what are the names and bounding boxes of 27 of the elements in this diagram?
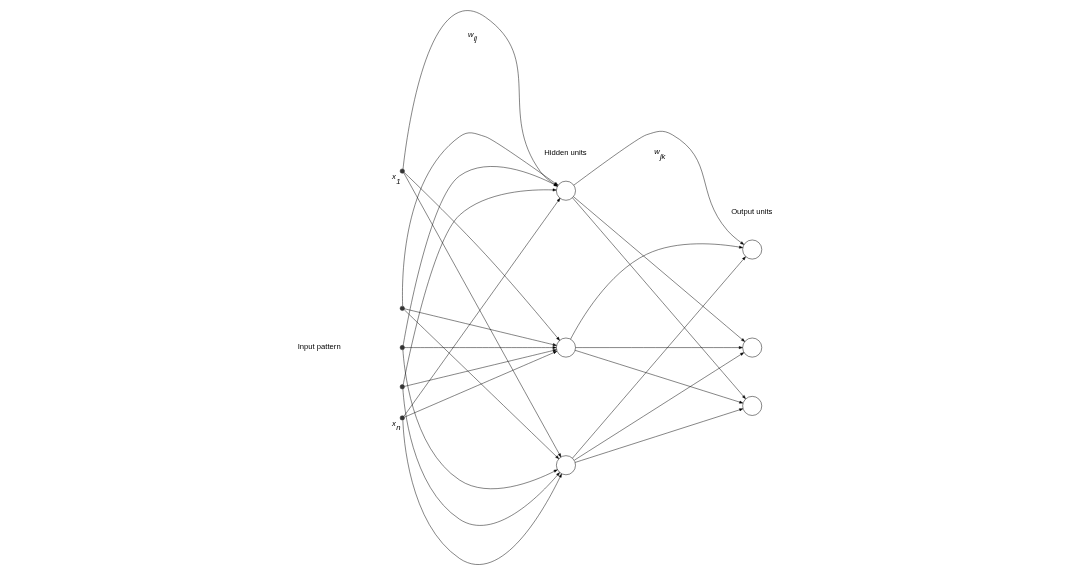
- arrow: [572, 196, 745, 342]
- arrow: [403, 198, 560, 417]
- arrow: [571, 197, 746, 399]
- node-dot: [399, 305, 405, 311]
- arrow: [571, 256, 746, 459]
- arrow: [402, 388, 560, 526]
- node-dot: [399, 415, 405, 421]
- arrow: [574, 350, 743, 404]
- arrow: [403, 351, 557, 418]
- arrow: [573, 131, 744, 245]
- arrow: [402, 420, 562, 565]
- label: Output units: [730, 207, 772, 217]
- label: Input pattern: [297, 342, 341, 352]
- node-dot: [399, 168, 405, 174]
- arrow: [402, 188, 557, 385]
- arrow: [403, 346, 556, 349]
- arrow: [403, 309, 559, 460]
- arrow: [569, 243, 743, 340]
- arrow: [573, 352, 744, 461]
- arrow: [403, 308, 557, 346]
- arrow: [574, 346, 743, 349]
- node-dot: [399, 345, 405, 351]
- arrow: [403, 349, 557, 387]
- arrow: [402, 349, 558, 489]
- node-dot: [399, 384, 405, 390]
- arrow: [574, 408, 743, 463]
- label: Hidden units: [543, 148, 587, 158]
